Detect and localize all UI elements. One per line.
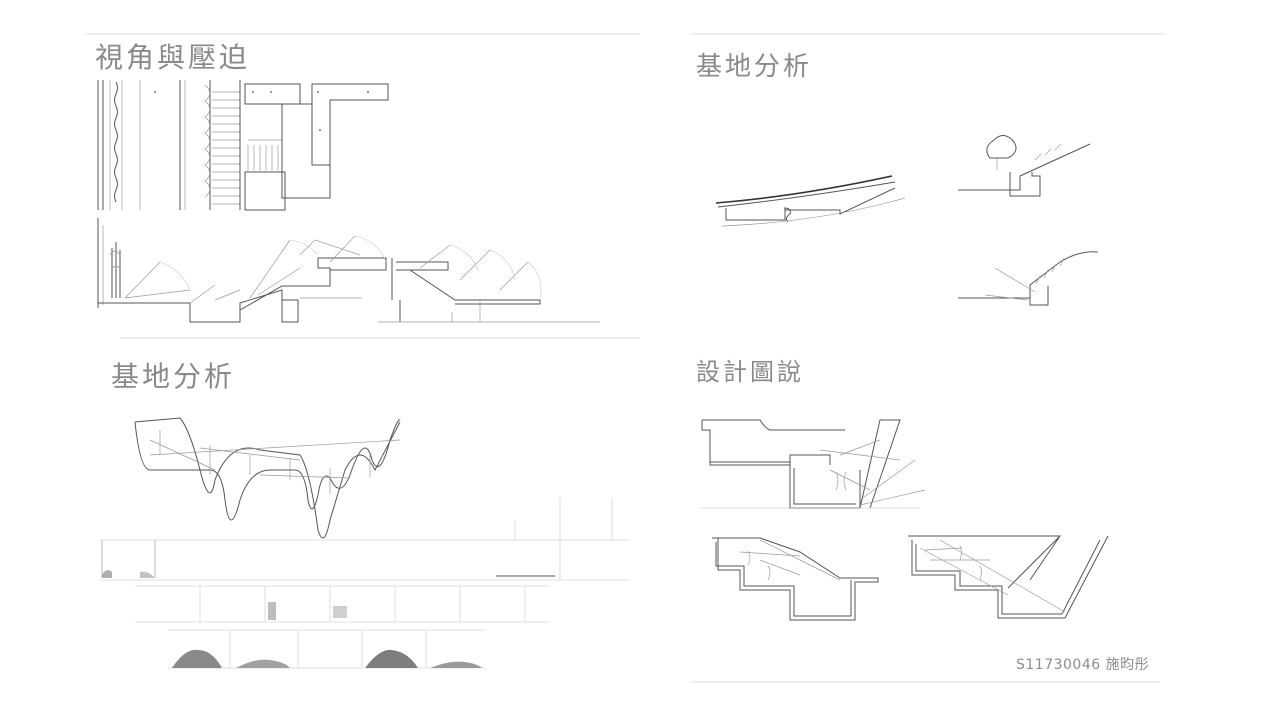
design-section-top [700,419,926,509]
panel-title-design-drawings: 設計圖說 [696,358,804,386]
panel-title-site-analysis-bottom: 基地分析 [111,360,236,393]
design-section-bottom-left [712,537,879,621]
panel-title-view-and-pressure: 視角與壓迫 [95,41,251,74]
panel-title-site-analysis-top: 基地分析 [696,52,813,82]
light-study-boxes [100,498,630,669]
design-section-bottom-right [908,535,1109,619]
student-credit: S11730046 施昀彤 [1016,657,1150,673]
section-view-cones-drawing [97,218,600,323]
site-section-sketches [715,135,1099,306]
terrain-wave-model [134,417,401,539]
sheet-frame [85,33,1165,683]
plan-view-drawing [97,80,389,211]
